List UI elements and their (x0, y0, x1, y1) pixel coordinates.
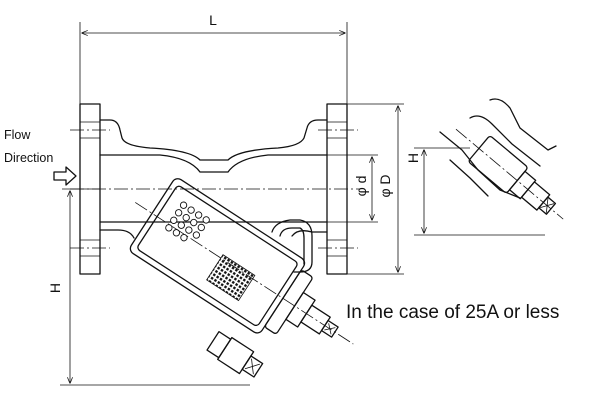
height-main-label: H (47, 283, 63, 293)
drain-plug (206, 330, 264, 378)
strainer-body (70, 103, 360, 275)
flow-arrow-icon (53, 166, 77, 186)
inset-detail: H (405, 98, 564, 236)
mesh-screen (206, 254, 256, 302)
bore-large-label: φ D (377, 174, 393, 197)
dimension-height-main: H (47, 188, 250, 386)
inset-caption: In the case of 25A or less (346, 302, 559, 323)
flow-label-line2: Direction (4, 151, 53, 165)
length-label: L (209, 12, 217, 28)
flow-label-line1: Flow (4, 128, 31, 142)
dimension-length: L (79, 12, 348, 110)
flow-indicator: Flow Direction (4, 128, 77, 186)
height-inset-label: H (405, 153, 421, 163)
dimension-bores: φ d φ D (327, 103, 404, 275)
screen-housing (129, 178, 354, 345)
side-pipe (271, 219, 313, 273)
bore-small-label: φ d (353, 176, 369, 197)
